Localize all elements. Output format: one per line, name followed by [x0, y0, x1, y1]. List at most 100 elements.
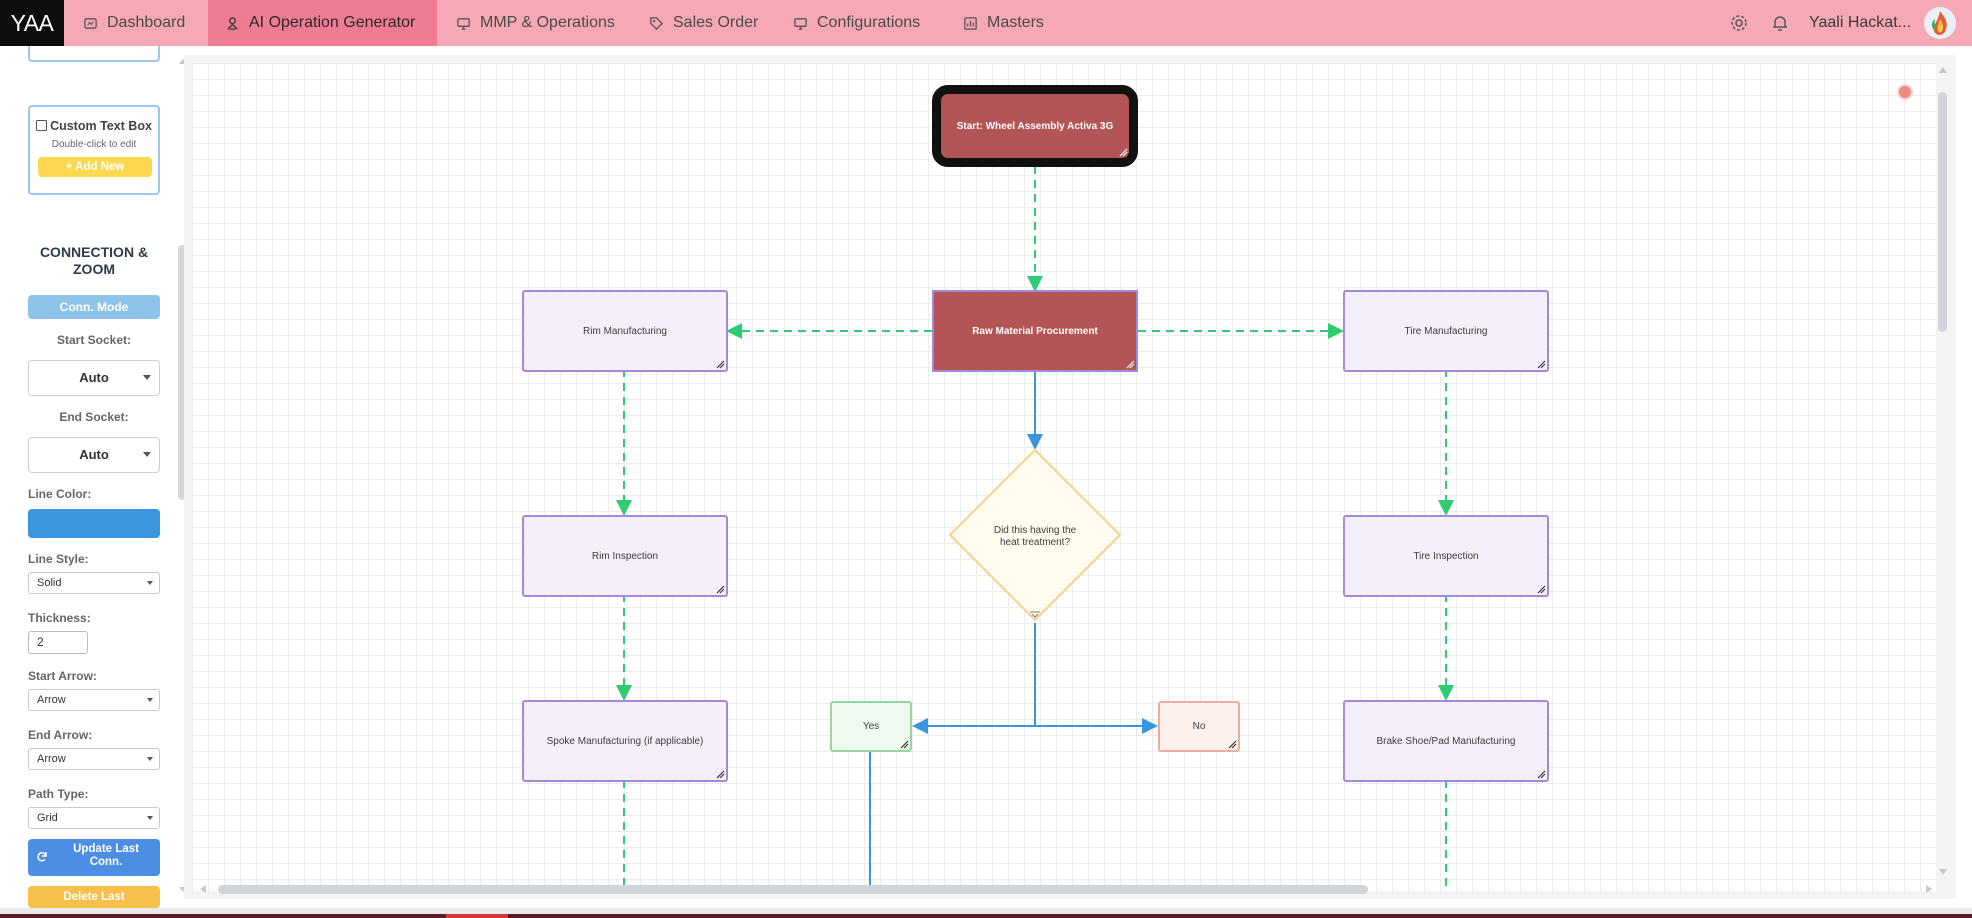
nav-configurations[interactable]: Configurations [776, 0, 937, 46]
rim-manufacturing-label: Rim Manufacturing [583, 325, 667, 337]
chevron-down-icon [143, 375, 151, 380]
start-arrow-select[interactable]: Arrow [28, 689, 160, 711]
line-style-label: Line Style: [28, 552, 89, 566]
resize-handle-icon[interactable] [900, 740, 909, 749]
resize-handle-icon[interactable] [716, 770, 725, 779]
resize-handle-icon[interactable] [1228, 740, 1237, 749]
path-type-select[interactable]: Grid [28, 807, 160, 829]
sidebar: Custom Text Box Double-click to edit + A… [0, 46, 172, 908]
start-arrow-value: Arrow [37, 694, 66, 706]
line-style-select[interactable]: Solid [28, 572, 160, 594]
yes-node[interactable]: Yes [830, 701, 912, 752]
custom-text-box-card[interactable]: Custom Text Box Double-click to edit + A… [28, 105, 160, 195]
no-node[interactable]: No [1158, 701, 1240, 752]
avatar-flame-icon [1931, 11, 1947, 35]
nav-mmp-operations[interactable]: MMP & Operations [439, 0, 632, 46]
spoke-manufacturing-node[interactable]: Spoke Manufacturing (if applicable) [522, 700, 728, 782]
tire-inspection-node[interactable]: Tire Inspection [1343, 515, 1549, 597]
connection-zoom-heading: CONNECTION & ZOOM [39, 244, 149, 277]
tag-icon [650, 16, 664, 30]
nav-masters[interactable]: Masters [946, 0, 1061, 46]
chevron-down-icon [147, 816, 153, 820]
decision-node[interactable]: Did this having the heat treatment? [948, 448, 1122, 622]
chevron-down-icon [147, 581, 153, 585]
bottom-strip [0, 908, 1972, 918]
rim-manufacturing-node[interactable]: Rim Manufacturing [522, 290, 728, 372]
resize-handle-icon[interactable] [1537, 360, 1546, 369]
chevron-down-icon [147, 698, 153, 702]
raw-material-procurement-node[interactable]: Raw Material Procurement [932, 290, 1138, 372]
bell-icon[interactable] [1770, 13, 1790, 33]
nav-dashboard[interactable]: Dashboard [66, 0, 202, 46]
user-name[interactable]: Yaali Hackat... [1809, 14, 1911, 31]
end-socket-value: Auto [79, 447, 109, 462]
custom-text-box-title: Custom Text Box [50, 119, 152, 133]
delete-last-button[interactable]: Delete Last [28, 886, 160, 908]
custom-text-box-title-row: Custom Text Box [30, 119, 158, 133]
start-socket-value: Auto [79, 370, 109, 385]
canvas-vertical-scroll-thumb[interactable] [1938, 92, 1947, 332]
dashboard-icon [84, 17, 97, 29]
nav-sales-order[interactable]: Sales Order [632, 0, 775, 46]
canvas-vertical-scroll-arrows[interactable] [1936, 63, 1950, 883]
sidebar-scroll-thumb[interactable] [178, 245, 186, 500]
start-socket-label: Start Socket: [56, 333, 132, 347]
note-icon [36, 120, 48, 131]
end-socket-select[interactable]: Auto [28, 437, 160, 473]
resize-handle-icon[interactable] [1126, 360, 1135, 369]
end-arrow-label: End Arrow: [28, 728, 93, 742]
thickness-input[interactable]: 2 [28, 631, 88, 654]
resize-handle-icon[interactable] [1119, 148, 1128, 157]
end-arrow-value: Arrow [37, 753, 66, 765]
brake-manufacturing-node[interactable]: Brake Shoe/Pad Manufacturing [1343, 700, 1549, 782]
canvas-horizontal-scroll-thumb[interactable] [218, 885, 1368, 894]
sidebar-card-partial[interactable] [28, 46, 160, 62]
brake-manufacturing-label: Brake Shoe/Pad Manufacturing [1376, 735, 1516, 747]
add-new-button[interactable]: + Add New [38, 157, 152, 177]
thickness-label: Thickness: [28, 611, 91, 625]
refresh-icon [37, 852, 47, 862]
rim-inspection-node[interactable]: Rim Inspection [522, 515, 728, 597]
nav-masters-label: Masters [987, 14, 1044, 31]
resize-handle-icon[interactable] [716, 360, 725, 369]
decision-line-2: heat treatment? [1000, 537, 1070, 548]
resize-handle-icon[interactable] [1537, 585, 1546, 594]
tire-manufacturing-node[interactable]: Tire Manufacturing [1343, 290, 1549, 372]
path-type-value: Grid [37, 812, 58, 824]
canvas-horizontal-scroll-arrows[interactable] [196, 882, 1936, 896]
flow-canvas[interactable]: Did this having the heat treatment? Star… [192, 63, 1936, 891]
resize-handle-icon[interactable] [716, 585, 725, 594]
update-last-conn-button[interactable]: Update Last Conn. [28, 839, 160, 876]
path-type-label: Path Type: [28, 787, 89, 801]
spoke-manufacturing-label: Spoke Manufacturing (if applicable) [546, 735, 704, 747]
connector-layer: Did this having the heat treatment? [616, 166, 1454, 891]
tire-manufacturing-label: Tire Manufacturing [1404, 325, 1488, 337]
resize-handle-icon[interactable] [1537, 770, 1546, 779]
nav-mmp-operations-label: MMP & Operations [480, 14, 615, 31]
ai-icon [227, 16, 238, 30]
solid-connectors [869, 371, 1158, 891]
rim-inspection-label: Rim Inspection [591, 550, 659, 562]
conn-mode-button[interactable]: Conn. Mode [28, 295, 160, 319]
nav-sales-order-label: Sales Order [673, 14, 759, 31]
taskbar-edge [0, 914, 1972, 918]
decision-diamond [948, 448, 1122, 622]
start-arrow-label: Start Arrow: [28, 669, 97, 683]
end-arrow-select[interactable]: Arrow [28, 748, 160, 770]
resize-handle-icon [1030, 611, 1040, 618]
nav-ai-operation-generator[interactable]: AI Operation Generator [208, 0, 437, 46]
gear-icon[interactable] [1729, 13, 1749, 33]
end-socket-label: End Socket: [59, 410, 129, 424]
monitor-icon [457, 17, 470, 30]
chart-icon [964, 16, 977, 30]
line-color-label: Line Color: [28, 487, 92, 501]
tire-inspection-label: Tire Inspection [1413, 550, 1479, 562]
start-socket-select[interactable]: Auto [28, 360, 160, 396]
line-color-swatch[interactable] [28, 509, 160, 538]
status-indicator-dot [1899, 86, 1911, 98]
yes-label: Yes [862, 721, 880, 732]
start-node[interactable]: Start: Wheel Assembly Activa 3G [932, 85, 1138, 167]
app-logo[interactable]: YAA [0, 0, 64, 46]
monitor-icon [794, 17, 807, 30]
avatar[interactable] [1924, 7, 1956, 39]
